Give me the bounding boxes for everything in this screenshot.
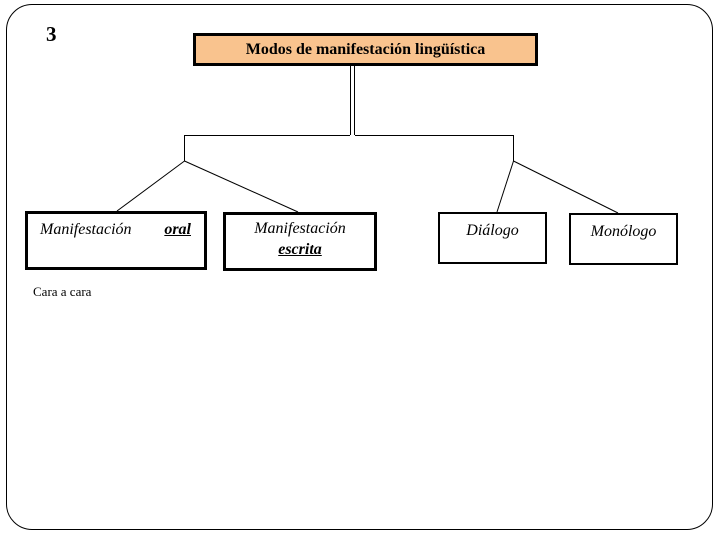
node-escrita-text: Manifestación (254, 220, 346, 237)
node-monologo: Monólogo (569, 213, 678, 265)
node-manifestacion-escrita: Manifestación escrita (223, 212, 377, 271)
node-monologo-label: Monólogo (590, 223, 657, 240)
slide-page-number: 3 (46, 22, 57, 46)
node-oral-text: Manifestación (40, 221, 132, 238)
node-oral-emphasis: oral (164, 221, 191, 238)
slide-rounded-border (6, 4, 713, 530)
node-manifestacion-oral: Manifestación oral (25, 211, 207, 270)
caption-cara-a-cara: Cara a cara (33, 284, 92, 299)
node-dialogo-label: Diálogo (466, 222, 519, 239)
title-box: Modos de manifestación lingüística (193, 33, 538, 66)
node-escrita-emphasis: escrita (278, 241, 322, 258)
node-dialogo: Diálogo (438, 212, 547, 264)
title-label: Modos de manifestación lingüística (245, 40, 486, 58)
